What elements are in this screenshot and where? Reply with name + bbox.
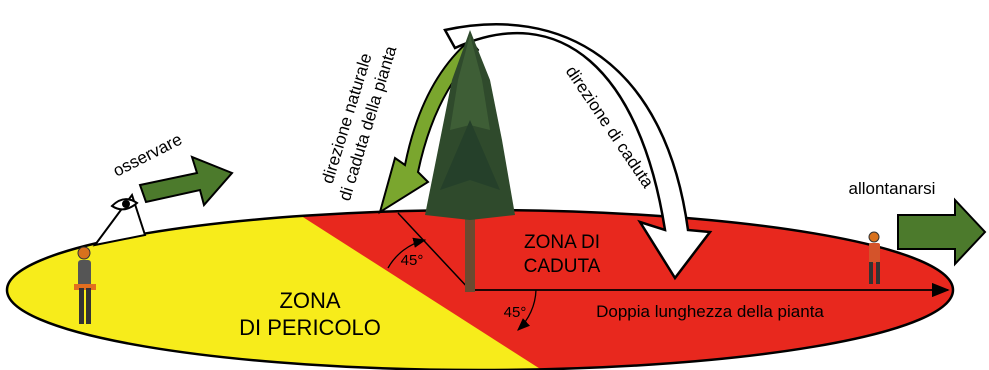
move-away-label: allontanarsi — [849, 179, 936, 198]
green-arrow-move-away — [897, 197, 987, 267]
observe-label: osservare — [110, 130, 185, 181]
danger-zone-label-line1: ZONA — [279, 288, 340, 313]
tree-icon — [425, 30, 515, 292]
white-curved-arrow-icon — [443, 23, 713, 281]
angle-label-bottom: 45° — [504, 304, 527, 321]
fall-zone-label-line1: ZONA DI — [524, 232, 600, 253]
danger-zone-label-line2: DI PERICOLO — [239, 315, 381, 340]
green-arrow-observe — [138, 155, 234, 208]
double-length-label: Doppia lunghezza della pianta — [596, 302, 824, 321]
felling-lines — [387, 212, 950, 331]
fall-zone-label-line2: CADUTA — [524, 256, 601, 277]
eye-icon — [92, 192, 147, 247]
worker-figure-right — [868, 231, 880, 284]
worker-figure-left — [74, 246, 96, 324]
danger-zone-area — [7, 210, 545, 370]
angle-label-top: 45° — [401, 252, 424, 269]
ground-ellipse — [5, 208, 955, 370]
